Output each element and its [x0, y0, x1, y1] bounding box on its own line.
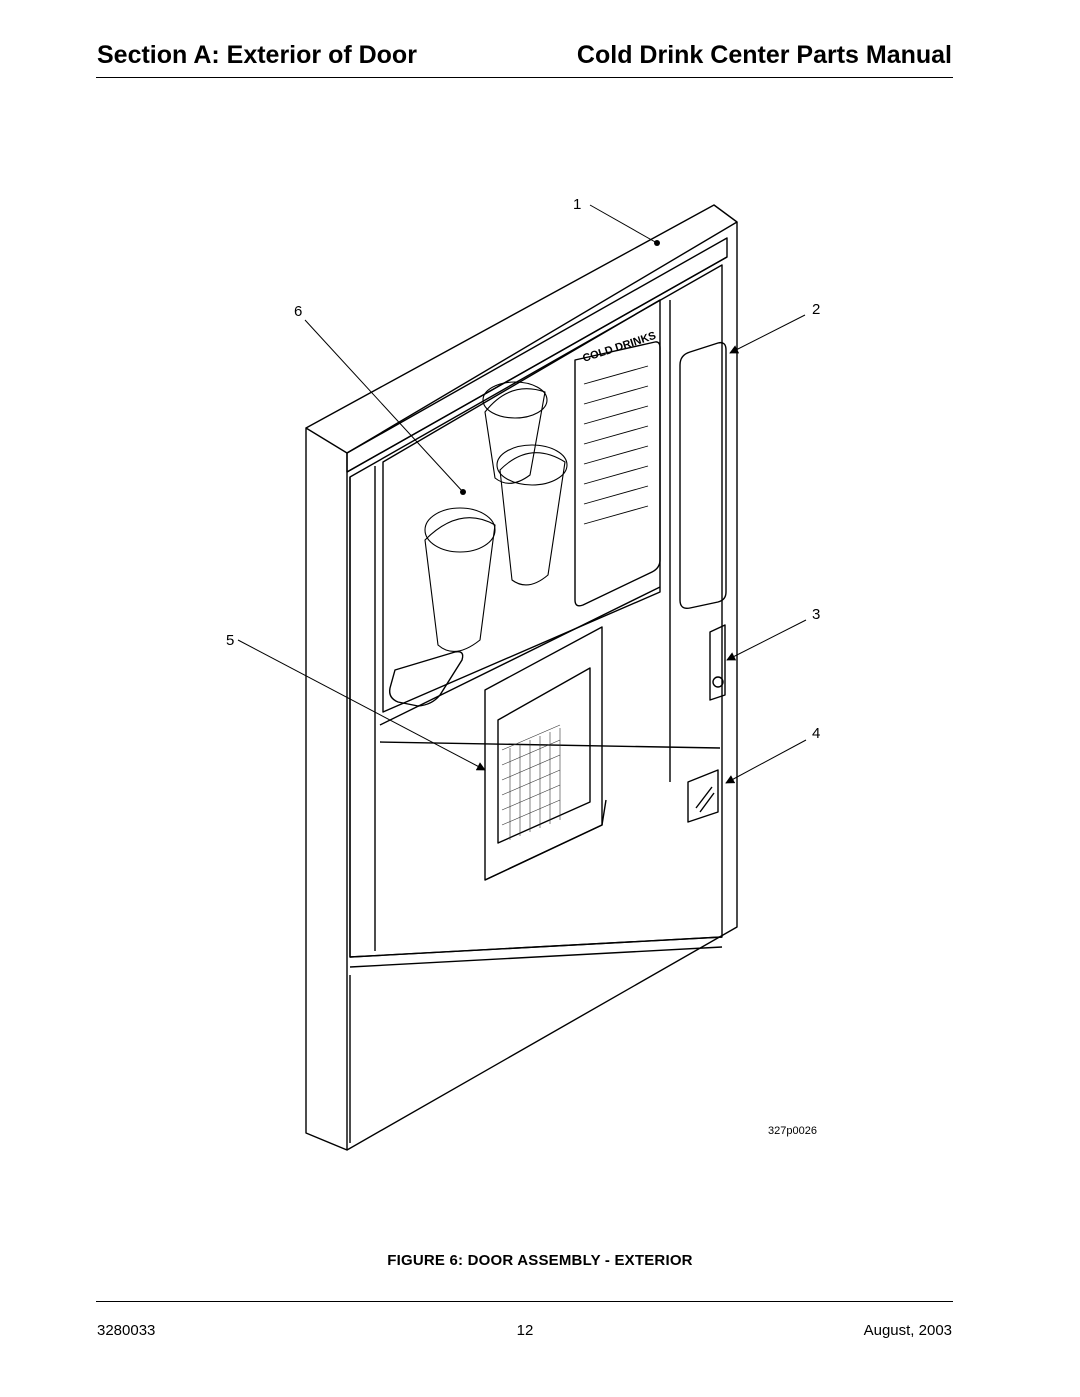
leader-3 [726, 619, 807, 661]
leader-6 [304, 319, 464, 493]
window-frame [349, 264, 723, 958]
callout-6: 6 [294, 303, 302, 320]
leader-2 [729, 314, 806, 354]
callout-3: 3 [812, 606, 820, 623]
footer-rule [96, 1301, 953, 1302]
drawing-id: 327p0026 [768, 1125, 817, 1137]
header-rule [96, 77, 953, 78]
callout-1: 1 [573, 196, 581, 213]
leader-4 [725, 739, 807, 784]
display-window [679, 341, 727, 610]
manual-title: Cold Drink Center Parts Manual [576, 41, 952, 69]
section-title: Section A: Exterior of Door [97, 41, 417, 69]
lock [709, 624, 726, 701]
selection-panel [574, 341, 661, 607]
kick-panel [349, 946, 723, 968]
publish-date: August, 2003 [863, 1322, 952, 1339]
graphic-panel [382, 299, 661, 713]
door-right-edge [346, 222, 738, 1151]
leader-1 [589, 204, 658, 244]
door-top-edge [305, 204, 738, 454]
coin-return [687, 769, 719, 823]
doc-number: 3280033 [97, 1322, 156, 1339]
callout-4: 4 [812, 725, 820, 742]
speaker-graphic [388, 650, 464, 707]
leader-5 [237, 639, 486, 771]
callout-5: 5 [226, 632, 234, 649]
cup-graphics [424, 381, 568, 652]
figure-caption: FIGURE 6: DOOR ASSEMBLY - EXTERIOR [387, 1252, 693, 1269]
door-frame [305, 427, 348, 1151]
panel-label: COLD DRINKS [581, 330, 657, 365]
callout-2: 2 [812, 301, 820, 318]
page-number: 12 [516, 1322, 534, 1339]
